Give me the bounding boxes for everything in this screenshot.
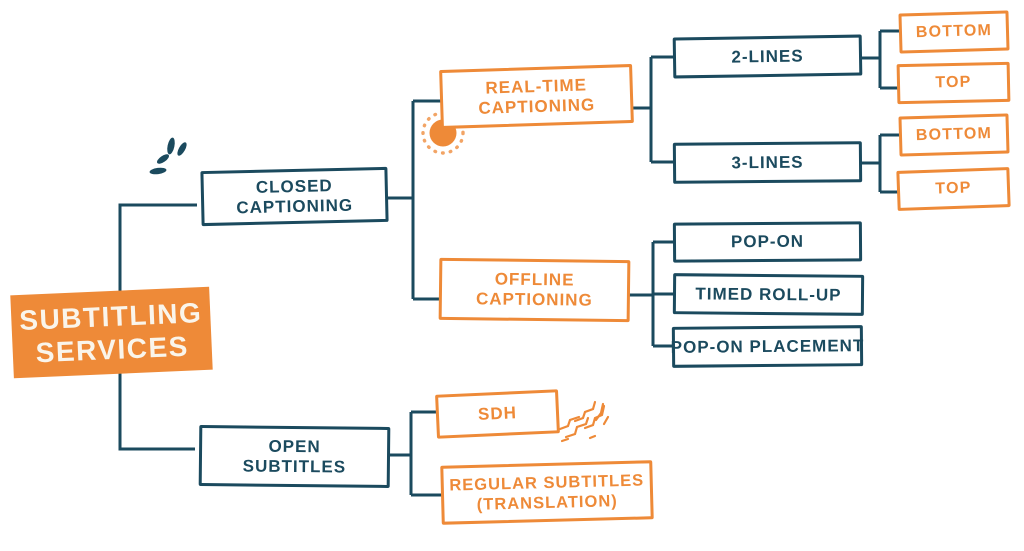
node-label-line: CLOSED [255,175,333,197]
connector-3lines-children [861,133,900,194]
node-3-lines: 3-LINES [672,141,863,184]
node-label-line: CAPTIONING [478,94,596,118]
node-subtitling-services: SUBTITLING SERVICES [10,286,213,379]
node-label: POP-ON PLACEMENT [670,335,865,357]
node-regular-subtitles: REGULAR SUBTITLES (TRANSLATION) [440,460,654,525]
node-label: TIMED ROLL-UP [695,283,842,305]
node-label-line: (TRANSLATION) [476,491,618,514]
squiggle-icon [558,400,610,443]
node-label-line: CAPTIONING [475,289,593,310]
node-timed-roll-up: TIMED ROLL-UP [672,273,865,316]
node-offline-captioning: OFFLINE CAPTIONING [438,257,631,323]
connector-open-children [390,410,442,497]
node-closed-captioning: CLOSED CAPTIONING [200,166,389,227]
node-label: 2-LINES [731,45,804,67]
node-real-time-captioning: REAL-TIME CAPTIONING [439,63,634,130]
node-label: TOP [935,179,972,198]
node-label: BOTTOM [915,21,993,42]
connector-2lines-children [861,29,900,90]
node-label: SDH [477,403,518,424]
node-sdh: SDH [435,389,560,439]
node-pop-on: POP-ON [672,221,863,263]
connector-closed-children [388,99,441,301]
node-label-line: OFFLINE [494,269,575,290]
node-label: TOP [935,73,972,92]
node-label: 3-LINES [731,152,804,172]
node-3-lines-bottom: BOTTOM [898,113,1010,157]
node-open-subtitles: OPEN SUBTITLES [198,425,391,488]
node-3-lines-top: TOP [896,167,1011,211]
node-label: BOTTOM [915,124,993,145]
node-label: POP-ON [730,231,805,252]
node-label-line: OPEN [268,436,321,456]
leaves-icon [149,137,187,175]
connector-realtime-children [632,55,674,164]
node-label-line: SUBTITLES [242,455,347,477]
node-label-line: CAPTIONING [236,195,354,217]
node-2-lines-bottom: BOTTOM [898,10,1010,54]
node-2-lines-top: TOP [896,61,1011,105]
node-pop-on-placement: POP-ON PLACEMENT [670,325,865,368]
node-label-line: SERVICES [35,330,190,368]
connector-offline-children [629,240,674,348]
node-2-lines: 2-LINES [672,34,863,79]
